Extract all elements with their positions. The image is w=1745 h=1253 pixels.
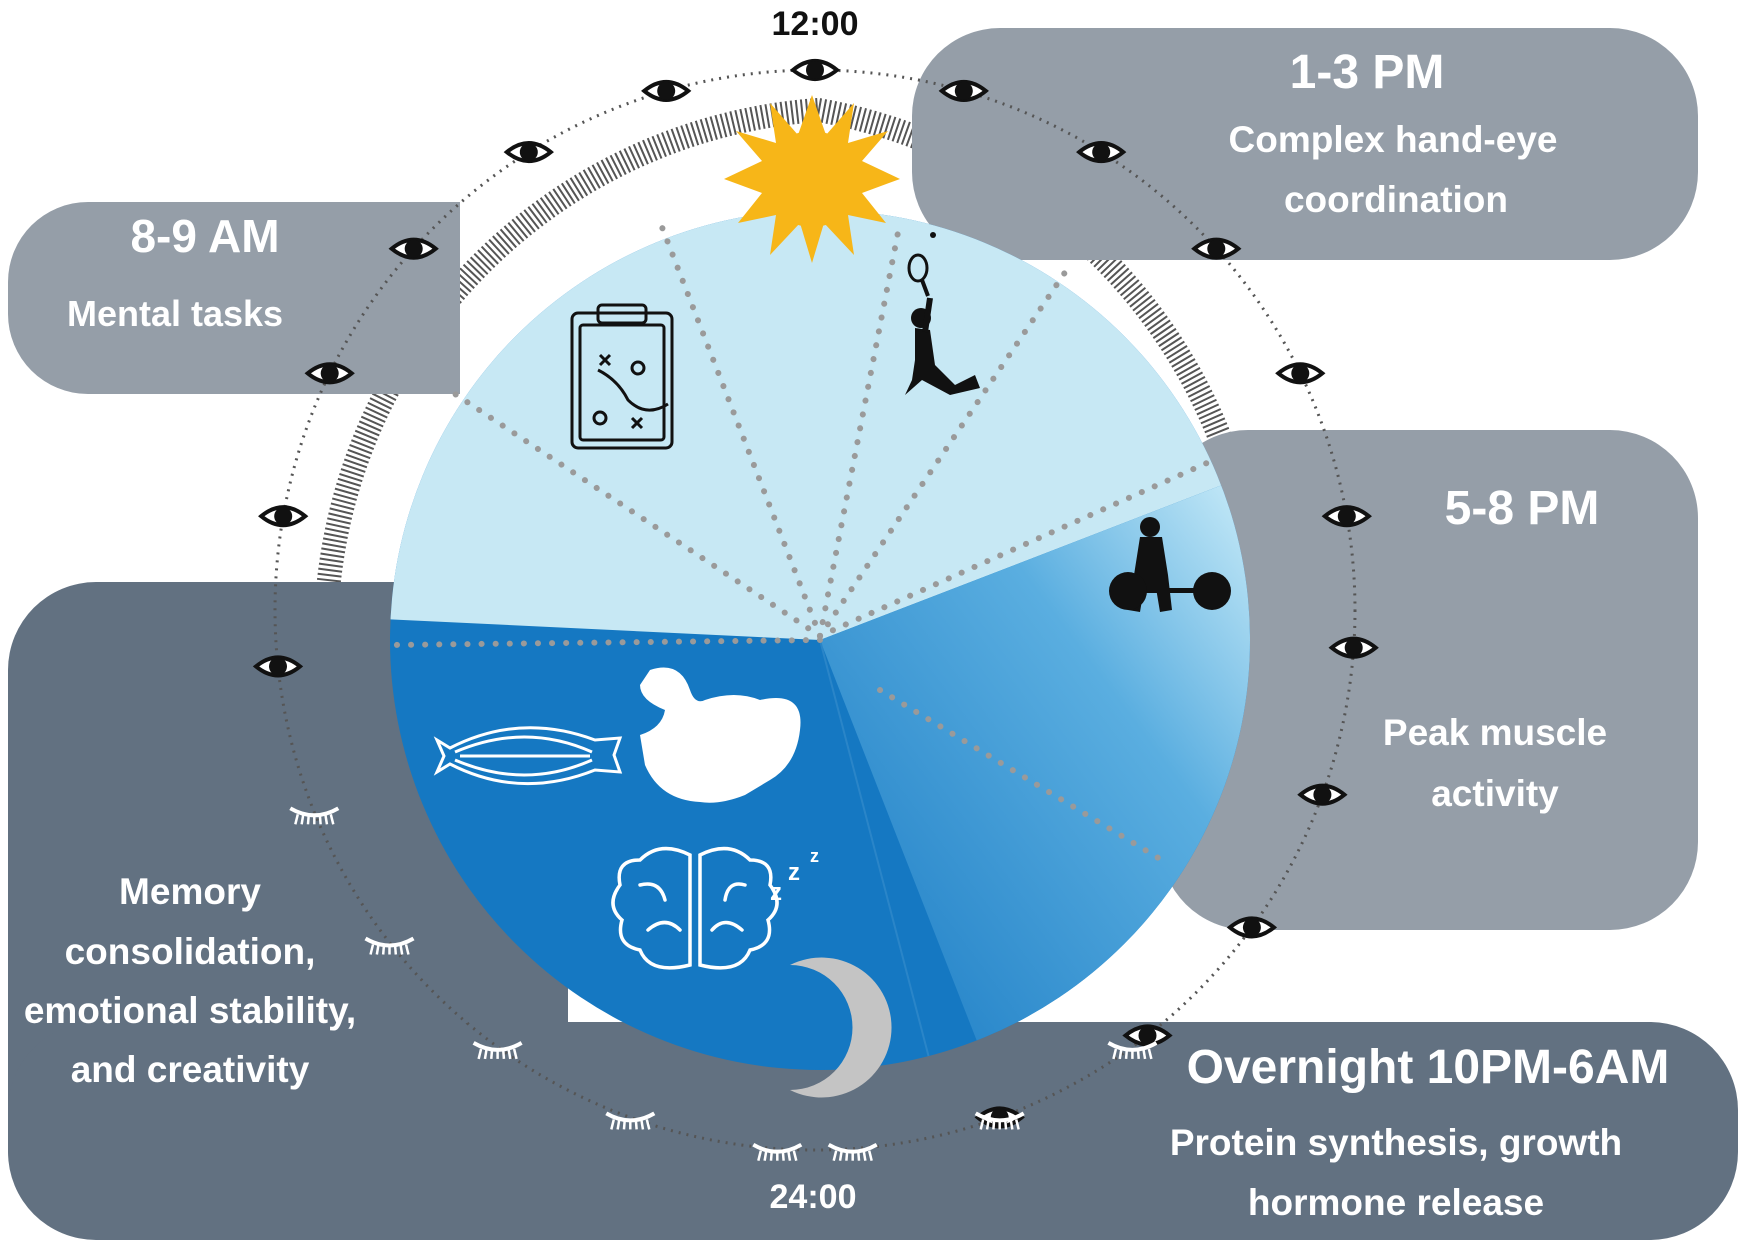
closed-eye-icon xyxy=(605,1111,656,1130)
open-eye-icon xyxy=(258,505,309,528)
panel-night-line-2: hormone release xyxy=(1248,1182,1544,1223)
sleeping-brain-icon: z z z xyxy=(611,846,819,970)
tennis-player-icon xyxy=(905,232,980,395)
open-eye-icon xyxy=(388,237,439,260)
tactics-clipboard-icon xyxy=(570,303,674,450)
panel-afternoon: 1-3 PM Complex hand-eye coordination xyxy=(912,28,1698,260)
open-eye-icon xyxy=(503,141,554,164)
panel-afternoon-line-1: Complex hand-eye xyxy=(1229,119,1558,160)
panel-night-time: Overnight 10PM-6AM xyxy=(1187,1041,1670,1094)
open-eye-icon xyxy=(938,79,989,102)
svg-text:z: z xyxy=(810,846,819,866)
closed-eye-icon xyxy=(472,1041,523,1060)
panel-morning: 8-9 AM Mental tasks xyxy=(8,202,460,394)
open-eye-icon xyxy=(1321,505,1372,528)
open-eye-icon xyxy=(1328,636,1379,659)
open-eye-icon xyxy=(1226,916,1278,939)
panel-evening-line-1: Peak muscle xyxy=(1383,712,1607,753)
clock-noon-label: 12:00 xyxy=(772,5,859,43)
sleep-cognition-line-3: emotional stability, xyxy=(24,990,356,1031)
muscle-fiber-icon xyxy=(433,726,623,786)
open-eye-icon xyxy=(304,362,355,385)
open-eye-icon xyxy=(252,655,304,678)
panel-afternoon-line-2: coordination xyxy=(1284,179,1508,220)
sleep-cognition-line-2: consolidation, xyxy=(65,931,316,972)
open-eye-icon xyxy=(1275,362,1326,385)
sleep-cognition-line-4: and creativity xyxy=(71,1049,310,1090)
open-eye-icon xyxy=(789,59,841,81)
open-eye-icon xyxy=(1297,783,1348,806)
panel-morning-time: 8-9 AM xyxy=(130,210,279,262)
closed-eye-icon xyxy=(364,936,415,955)
panel-afternoon-time: 1-3 PM xyxy=(1290,46,1445,99)
sleep-cognition-line-1: Memory xyxy=(119,871,261,912)
open-eye-icon xyxy=(1076,141,1127,164)
svg-text:z: z xyxy=(770,879,782,906)
closed-eye-icon xyxy=(752,1142,803,1162)
daylight-hatch-arc xyxy=(316,98,1238,592)
closed-eye-icon xyxy=(827,1142,878,1162)
panel-night: Overnight 10PM-6AM Protein synthesis, gr… xyxy=(8,582,1738,1240)
weightlifter-icon xyxy=(1109,517,1231,612)
closed-eye-icon xyxy=(1107,1041,1158,1060)
ring-markers xyxy=(252,59,1379,1162)
panel-night-line-1: Protein synthesis, growth xyxy=(1170,1122,1622,1163)
open-eye-icon xyxy=(1191,237,1242,260)
flexed-arm-icon xyxy=(640,667,801,803)
closed-eye-icon xyxy=(289,806,340,825)
sector-dividers xyxy=(387,219,1221,865)
open-eye-icon xyxy=(1122,1024,1173,1047)
closed-eye-icon xyxy=(974,1111,1025,1130)
open-eye-icon xyxy=(641,79,692,102)
clock-midnight-label: 24:00 xyxy=(770,1178,857,1216)
panel-evening-time: 5-8 PM xyxy=(1445,482,1600,535)
moon-icon xyxy=(790,957,892,1098)
panel-morning-line-1: Mental tasks xyxy=(67,293,283,334)
panel-evening-line-2: activity xyxy=(1431,773,1559,814)
panel-evening: 5-8 PM Peak muscle activity xyxy=(1160,430,1698,930)
svg-text:z: z xyxy=(788,859,800,886)
sun-icon xyxy=(724,95,900,263)
